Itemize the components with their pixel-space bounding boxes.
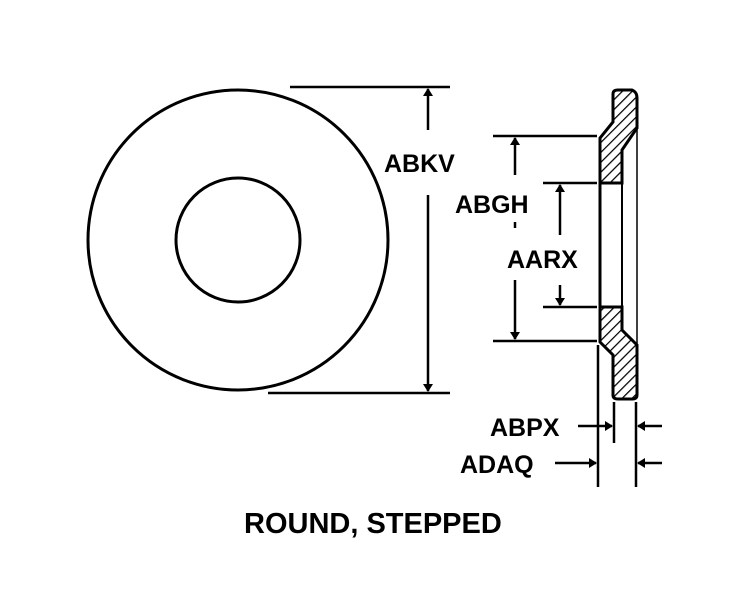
cross-section xyxy=(598,88,639,401)
aarx-dimension xyxy=(543,181,597,309)
outer-circle xyxy=(86,88,390,392)
diagram-title: ROUND, STEPPED xyxy=(244,508,502,540)
section-top xyxy=(598,88,639,185)
adaq-label: ADAQ xyxy=(460,451,534,479)
inner-hole-circle xyxy=(174,176,302,304)
front-view xyxy=(86,88,390,392)
thickness-dimensions xyxy=(555,345,662,487)
abpx-label: ABPX xyxy=(490,414,560,442)
section-bottom xyxy=(598,305,639,401)
abgh-dimension xyxy=(493,134,597,343)
abkv-label: ABKV xyxy=(384,150,455,178)
abkv-dimension xyxy=(268,85,450,395)
abgh-label: ABGH xyxy=(455,191,529,219)
aarx-label: AARX xyxy=(507,246,578,274)
